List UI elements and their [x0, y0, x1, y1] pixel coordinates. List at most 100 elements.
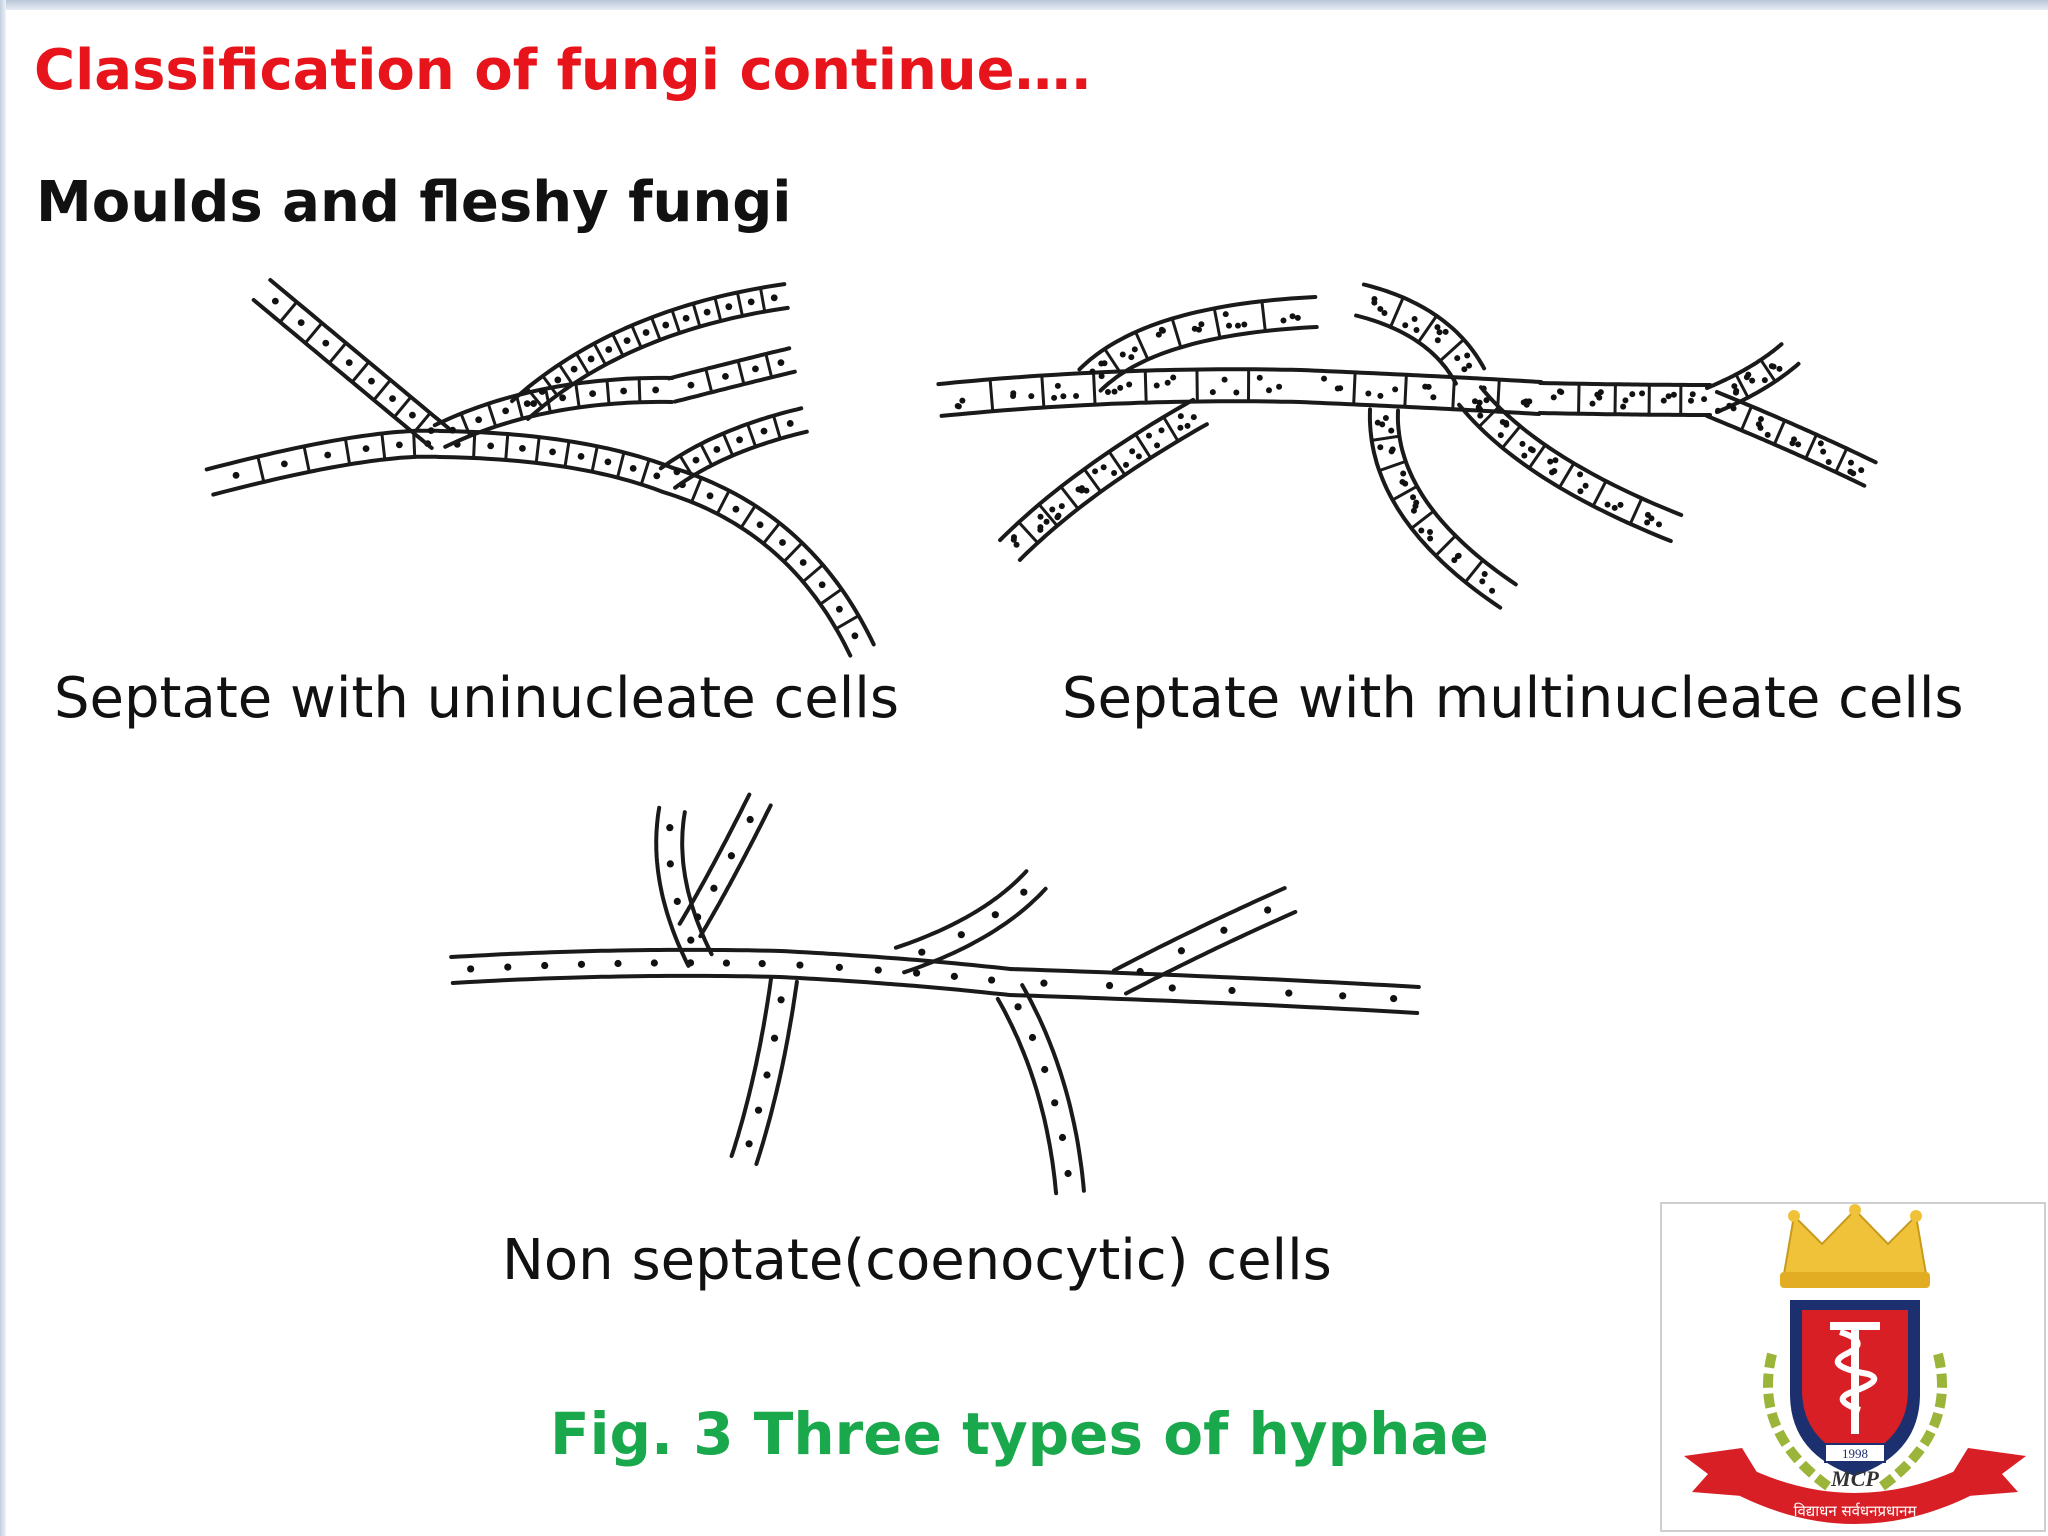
hypha-wall: [1007, 993, 1420, 1015]
nucleus: [538, 388, 546, 395]
nucleus: [1604, 501, 1611, 508]
hypha-wall: [1705, 414, 1867, 488]
nucleus: [725, 303, 733, 311]
nucleus: [1550, 394, 1557, 401]
nucleus: [786, 420, 794, 427]
nucleus: [1477, 412, 1484, 419]
nucleus: [1289, 313, 1296, 320]
nucleus: [758, 959, 766, 968]
nucleus: [1611, 504, 1618, 511]
nucleus: [760, 427, 768, 435]
septum: [1391, 485, 1418, 502]
nucleus: [1732, 389, 1739, 396]
septum: [380, 433, 387, 460]
septum: [1464, 559, 1485, 583]
nucleus: [754, 1106, 763, 1114]
nucleus: [487, 442, 495, 450]
crown-icon: [1782, 1208, 1928, 1275]
nucleus: [1225, 322, 1232, 329]
nucleus: [1170, 374, 1177, 381]
septum: [691, 303, 702, 328]
figure-caption: Fig. 3 Three types of hyphae: [550, 1400, 1489, 1468]
nucleus: [345, 359, 353, 367]
nucleus: [1820, 448, 1827, 455]
nucleus: [777, 996, 785, 1004]
nucleus: [1412, 503, 1419, 510]
nucleus: [653, 472, 661, 480]
nucleus: [1184, 422, 1191, 429]
septum: [515, 395, 524, 420]
nucleus: [1436, 329, 1443, 336]
nucleus: [1060, 393, 1067, 400]
nucleus: [1757, 416, 1764, 423]
nucleus: [1092, 468, 1099, 475]
septum: [1759, 359, 1777, 383]
septum: [1162, 416, 1180, 442]
svg-text:1998: 1998: [1842, 1446, 1868, 1461]
nucleus: [1577, 471, 1584, 478]
septum: [1740, 405, 1753, 431]
nucleus: [1402, 322, 1409, 329]
nucleus: [1755, 421, 1762, 428]
hypha-wall: [1367, 407, 1503, 610]
septum: [1772, 419, 1787, 445]
nucleus: [779, 539, 786, 546]
nucleus: [1294, 314, 1301, 321]
hypha-wall: [677, 792, 752, 926]
hypha-wall: [669, 465, 876, 647]
nucleus: [1551, 467, 1558, 474]
septum: [278, 301, 298, 323]
nucleus: [1726, 402, 1733, 409]
nucleus: [692, 456, 700, 464]
septum: [721, 432, 735, 457]
nucleus: [703, 308, 711, 316]
nucleus: [475, 416, 483, 424]
nucleus: [991, 911, 999, 919]
nucleus: [1434, 324, 1441, 331]
nucleus: [614, 959, 622, 968]
nucleus: [1475, 404, 1482, 411]
nucleus: [1466, 362, 1473, 369]
nucleus: [1410, 494, 1417, 501]
nucleus: [1791, 436, 1798, 443]
nucleus: [799, 559, 807, 566]
hypha-wall: [939, 399, 1302, 418]
septum: [762, 522, 781, 545]
nucleus: [987, 976, 996, 984]
nucleus: [1241, 321, 1248, 328]
nucleus: [1058, 1133, 1067, 1142]
septate-uninucleate-hypha: [204, 278, 876, 658]
septum: [1558, 462, 1576, 489]
nucleus: [1434, 337, 1441, 344]
nucleus: [673, 468, 681, 476]
septum: [715, 489, 731, 515]
nucleus: [1629, 391, 1636, 398]
nucleus: [642, 329, 650, 336]
septum: [639, 459, 651, 485]
nucleus: [1321, 375, 1328, 382]
nucleus: [1503, 421, 1510, 428]
nucleus: [1622, 397, 1629, 404]
nucleus: [682, 314, 690, 322]
nucleus: [1083, 487, 1090, 494]
nucleus: [1040, 979, 1048, 987]
septum: [1417, 314, 1438, 344]
nucleus: [1051, 1099, 1059, 1107]
caption-septate-multinucleate: Septate with multinucleate cells: [1062, 666, 1964, 731]
septum: [328, 342, 348, 364]
septum: [541, 375, 559, 397]
septum: [1037, 503, 1059, 527]
nucleus: [1078, 487, 1085, 494]
hypha-wall: [1354, 313, 1458, 386]
nucleus: [1136, 967, 1144, 976]
nucleus: [1168, 984, 1176, 992]
septum: [835, 614, 860, 631]
nucleus: [1129, 448, 1136, 455]
nucleus: [770, 1034, 779, 1042]
septum: [746, 423, 757, 448]
nucleus: [1111, 388, 1118, 395]
hypha-wall: [1537, 411, 1712, 417]
nucleus: [589, 390, 597, 398]
nucleus: [662, 321, 670, 329]
